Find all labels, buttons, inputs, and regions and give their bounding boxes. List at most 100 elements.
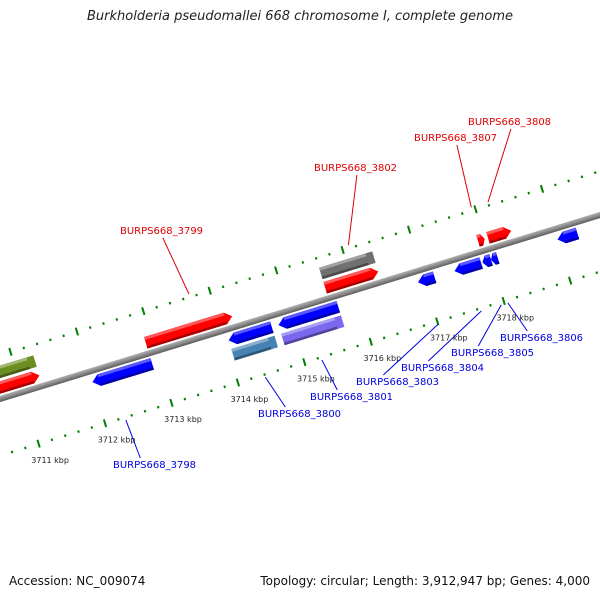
gene-label-pointer — [125, 419, 141, 459]
upper-major-tick — [274, 266, 279, 275]
upper-minor-tick — [195, 293, 198, 297]
gene-feature-reverse[interactable] — [453, 257, 483, 277]
lower-minor-tick — [50, 438, 54, 442]
lower-tick-row — [0, 271, 599, 458]
scale-tick-label: 3714 kbp — [231, 395, 269, 404]
gene-feature-forward[interactable] — [319, 251, 376, 280]
upper-minor-tick — [461, 212, 464, 215]
gene-feature-forward[interactable] — [476, 233, 486, 247]
gene-feature-reverse[interactable] — [416, 271, 437, 288]
gene-label[interactable]: BURPS668_3808 — [468, 117, 551, 128]
gene-feature-reverse[interactable] — [489, 252, 500, 266]
gene-label[interactable]: BURPS668_3801 — [310, 392, 393, 403]
gene-highlight — [484, 254, 491, 259]
gene-feature-forward[interactable] — [486, 225, 513, 244]
upper-minor-tick — [88, 326, 92, 330]
upper-minor-tick — [102, 322, 105, 325]
scale-tick-label: 3718 kbp — [496, 313, 534, 322]
upper-minor-tick — [593, 171, 597, 175]
gene-arrow-body — [281, 315, 345, 346]
gene-highlight — [0, 371, 32, 389]
genome-summary-text: Topology: circular; Length: 3,912,947 bp… — [260, 574, 590, 588]
gene-feature-reverse[interactable] — [281, 315, 345, 346]
upper-minor-tick — [261, 273, 265, 277]
lower-major-tick — [102, 419, 108, 428]
gene-label[interactable]: BURPS668_3802 — [314, 163, 397, 174]
lower-major-tick — [235, 378, 241, 387]
gene-arrow-body — [228, 321, 274, 345]
gene-feature-reverse[interactable] — [231, 335, 278, 361]
lower-minor-tick — [462, 311, 466, 315]
gene-shadow — [565, 236, 580, 244]
gene-feature-reverse[interactable] — [91, 358, 154, 388]
lower-minor-tick — [210, 389, 213, 393]
gene-feature-reverse[interactable] — [556, 227, 580, 246]
gene-shadow — [146, 321, 228, 349]
lower-minor-tick — [422, 324, 426, 328]
upper-tick-row — [8, 171, 597, 356]
upper-minor-tick — [168, 301, 172, 305]
gene-label[interactable]: BURPS668_3803 — [356, 377, 439, 388]
gene-shadow — [487, 263, 493, 268]
lower-minor-tick — [316, 356, 320, 360]
gene-highlight — [562, 227, 577, 235]
upper-minor-tick — [487, 203, 491, 207]
gene-label[interactable]: BURPS668_3800 — [258, 409, 341, 420]
scale-tick-label: 3716 kbp — [363, 354, 401, 363]
upper-major-tick — [207, 286, 212, 295]
scale-tick-label: 3715 kbp — [297, 374, 335, 383]
lower-minor-tick — [63, 434, 67, 438]
gene-label-pointer — [477, 304, 502, 347]
gene-label-pointer — [427, 310, 482, 362]
gene-feature-forward[interactable] — [144, 311, 234, 349]
upper-minor-tick — [115, 318, 119, 321]
upper-minor-tick — [288, 265, 291, 268]
gene-label-pointer — [456, 144, 472, 208]
lower-minor-tick — [289, 364, 293, 368]
upper-minor-tick — [328, 252, 331, 256]
upper-minor-tick — [514, 195, 517, 199]
gene-feature-forward[interactable] — [0, 355, 37, 384]
map-title: Burkholderia pseudomallei 668 chromosome… — [86, 9, 514, 24]
upper-major-tick — [340, 245, 345, 255]
lower-minor-tick — [595, 271, 599, 275]
upper-minor-tick — [155, 305, 158, 309]
gene-label[interactable]: BURPS668_3805 — [451, 348, 534, 359]
gene-label[interactable]: BURPS668_3806 — [500, 333, 583, 344]
upper-minor-tick — [527, 191, 531, 195]
gene-label[interactable]: BURPS668_3798 — [113, 460, 196, 471]
gene-feature-reverse[interactable] — [227, 321, 274, 346]
gene-label[interactable]: BURPS668_3807 — [414, 133, 497, 144]
lower-major-tick — [36, 439, 41, 448]
lower-minor-tick — [117, 417, 120, 421]
lower-minor-tick — [24, 446, 27, 450]
lower-minor-tick — [515, 295, 519, 299]
gene-label[interactable]: BURPS668_3804 — [401, 363, 484, 374]
gene-feature-forward[interactable] — [0, 370, 41, 398]
gene-feature-reverse[interactable] — [277, 301, 341, 331]
gene-feature-forward[interactable] — [323, 266, 380, 294]
gene-arrow-body — [278, 301, 341, 329]
gene-label[interactable]: BURPS668_3799 — [120, 226, 203, 237]
lower-minor-tick — [90, 426, 94, 429]
gene-label-pointer — [347, 174, 358, 246]
gene-highlight — [319, 253, 367, 271]
gene-highlight — [476, 234, 481, 239]
upper-minor-tick — [434, 220, 438, 224]
gene-shadow — [326, 276, 374, 294]
lower-minor-tick — [143, 409, 147, 413]
gene-feature-reverse[interactable] — [481, 254, 493, 268]
gene-arrow-body — [0, 355, 37, 384]
upper-minor-tick — [381, 236, 384, 240]
upper-minor-tick — [354, 244, 358, 248]
lower-minor-tick — [449, 316, 452, 319]
upper-minor-tick — [394, 232, 398, 236]
upper-minor-tick — [181, 297, 185, 301]
gene-highlight — [486, 227, 504, 235]
gene-highlight — [281, 317, 336, 337]
lower-minor-tick — [555, 283, 559, 287]
upper-minor-tick — [128, 313, 132, 317]
upper-minor-tick — [447, 216, 451, 220]
